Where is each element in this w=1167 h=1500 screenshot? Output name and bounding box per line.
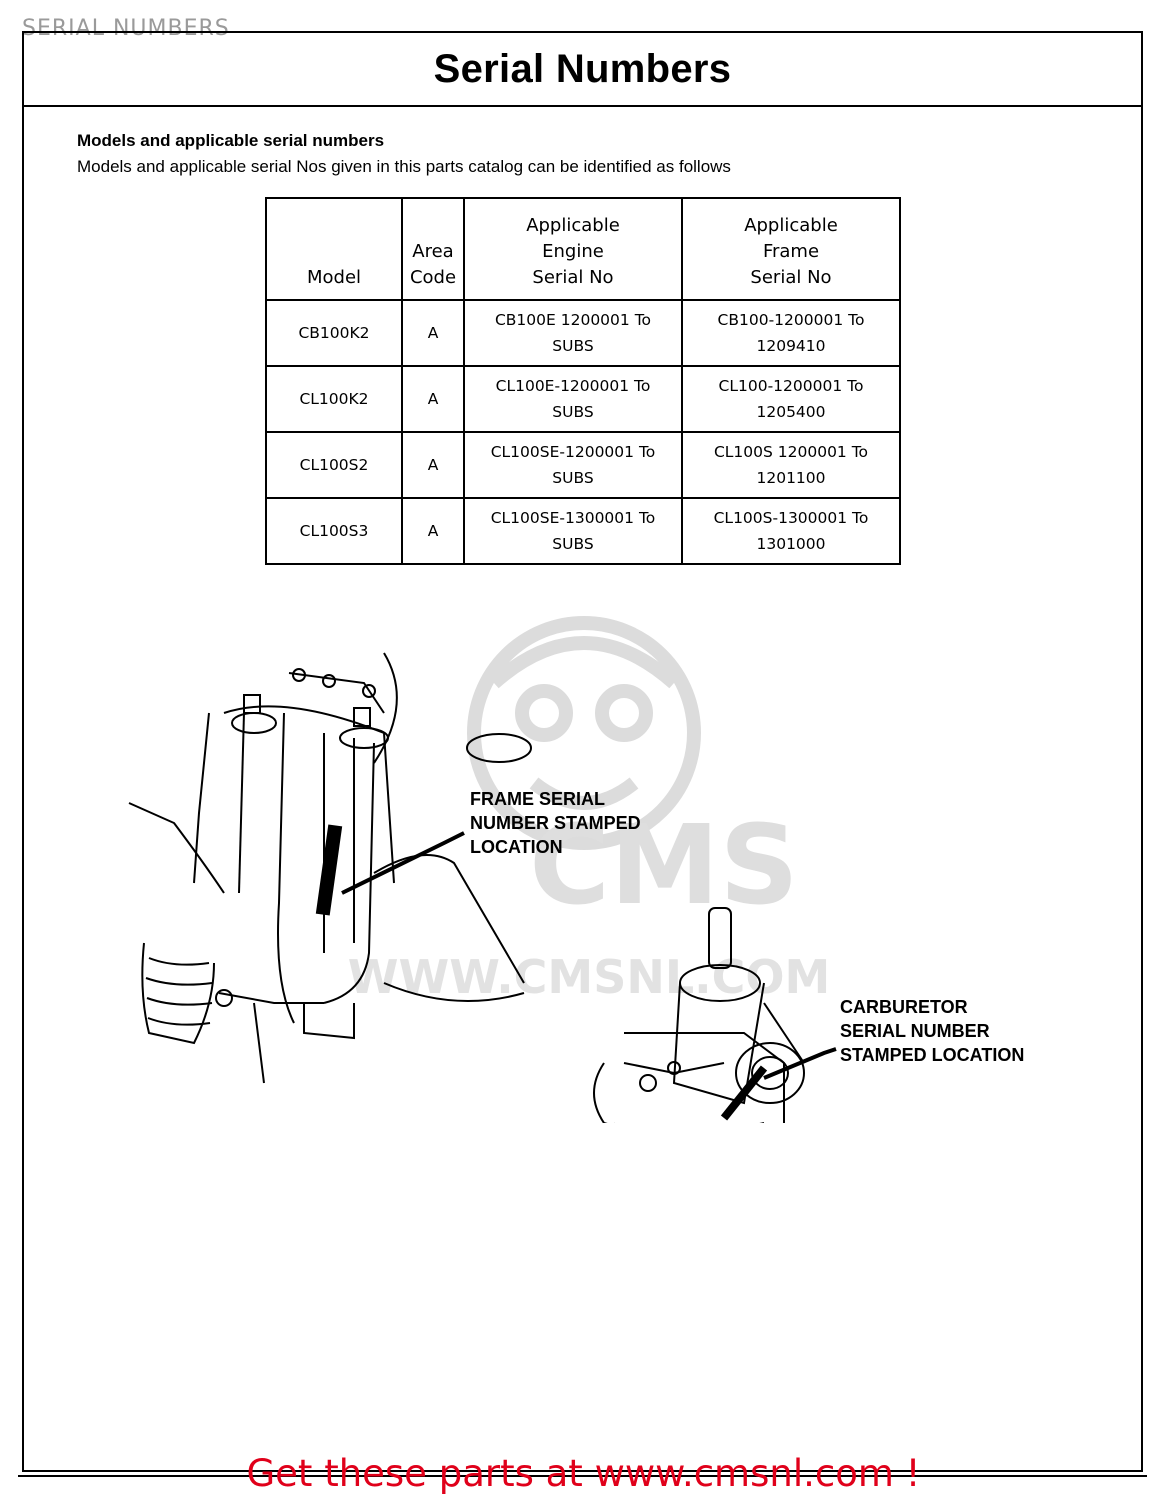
cell-area: A — [401, 299, 465, 367]
serial-location-illustration: CMS WWW.CMSNL.COM — [128, 616, 837, 1123]
cell-area: A — [401, 431, 465, 499]
frame-head-sketch — [128, 652, 532, 1084]
frame-callout-arrow — [341, 831, 465, 895]
intro-heading: Models and applicable serial numbers — [77, 131, 385, 150]
carburetor-serial-callout: CARBURETOR SERIAL NUMBER STAMPED LOCATIO… — [840, 997, 1025, 1065]
carburetor-sketch — [593, 907, 805, 1123]
get-parts-link[interactable]: Get these parts at www.cmsnl.com ! — [246, 1452, 921, 1495]
page-title: Serial Numbers — [433, 47, 732, 91]
cell-model: CL100S3 — [265, 497, 403, 565]
frame-stamp-marker — [315, 824, 343, 916]
watermark-logo-text: CMS — [529, 801, 798, 929]
cms-watermark-logo — [467, 616, 701, 850]
page-frame: Serial Numbers Models and applicable ser… — [22, 31, 1143, 1472]
cell-model: CL100K2 — [265, 365, 403, 433]
title-bar: Serial Numbers — [24, 33, 1141, 107]
cell-area: A — [401, 365, 465, 433]
page-bottom-rule — [18, 1475, 1147, 1477]
cell-area: A — [401, 497, 465, 565]
header-model: Model — [265, 197, 403, 301]
cell-model: CB100K2 — [265, 299, 403, 367]
frame-serial-callout: FRAME SERIAL NUMBER STAMPED LOCATION — [470, 789, 641, 857]
carb-stamp-marker — [720, 1065, 768, 1121]
page-caption: SERIAL NUMBERS — [22, 16, 230, 41]
intro-text: Models and applicable serial Nos given i… — [77, 157, 731, 176]
cell-model: CL100S2 — [265, 431, 403, 499]
carb-callout-arrow — [763, 1047, 837, 1080]
